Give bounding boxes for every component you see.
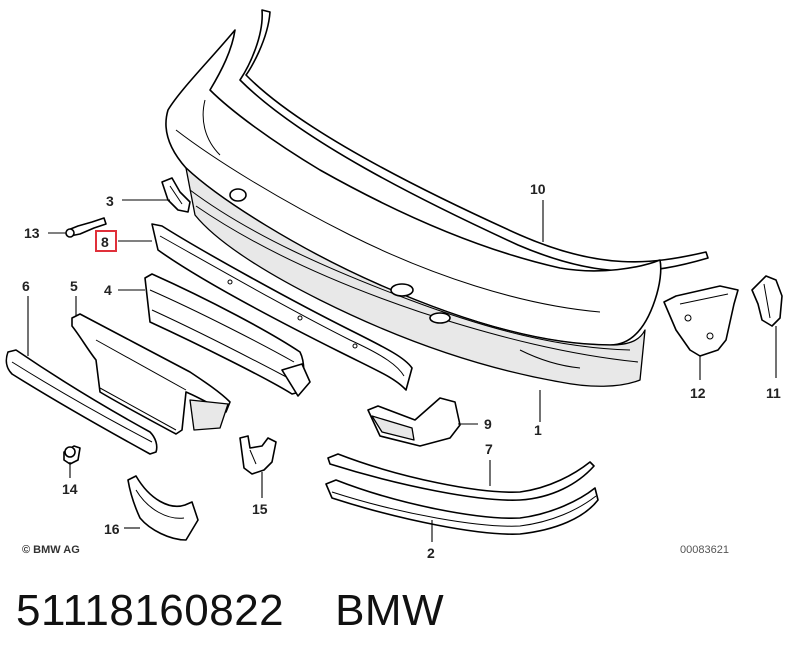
part-caption: 51118160822 BMW (16, 586, 444, 636)
part-9-air-duct (367, 397, 461, 447)
label-2: 2 (427, 545, 435, 561)
label-16: 16 (104, 521, 120, 537)
part-2-bottom-strip (325, 479, 599, 535)
part-6-lower-strip (5, 349, 158, 455)
label-1: 1 (534, 422, 542, 438)
label-6: 6 (22, 278, 30, 294)
label-4: 4 (104, 282, 112, 298)
reference-number: 00083621 (680, 544, 729, 556)
part-15-holder (239, 435, 277, 475)
brand-name: BMW (335, 586, 445, 635)
part-1-bumper-cover (165, 29, 662, 387)
label-8-highlight-box (95, 230, 117, 252)
label-5: 5 (70, 278, 78, 294)
label-13: 13 (24, 225, 40, 241)
part-3-bracket (161, 177, 191, 213)
label-9: 9 (484, 416, 492, 432)
part-10-trim-strip (239, 9, 709, 272)
part-11-clip (751, 275, 783, 327)
part-number: 51118160822 (16, 586, 285, 635)
label-15: 15 (252, 501, 268, 517)
label-8: 8 (101, 234, 109, 250)
copyright-text: © BMW AG (22, 544, 80, 556)
part-12-side-bracket (663, 285, 739, 357)
label-14: 14 (62, 481, 78, 497)
part-13-clip (65, 217, 107, 238)
label-3: 3 (106, 193, 114, 209)
label-10: 10 (530, 181, 546, 197)
leader-lines (27, 199, 777, 542)
label-11: 11 (766, 385, 781, 401)
part-14-screw (63, 445, 81, 465)
part-4-reinforcement (144, 273, 311, 397)
part-16-bracket (127, 475, 199, 541)
part-7-trim-strip (327, 453, 595, 501)
part-5-plate-base (71, 313, 231, 435)
part-labels: 10 3 13 8 6 5 4 9 7 1 14 15 16 2 12 11 (22, 181, 781, 561)
label-12: 12 (690, 385, 706, 401)
part-8-carrier-strip (151, 223, 413, 391)
label-7: 7 (485, 441, 493, 457)
